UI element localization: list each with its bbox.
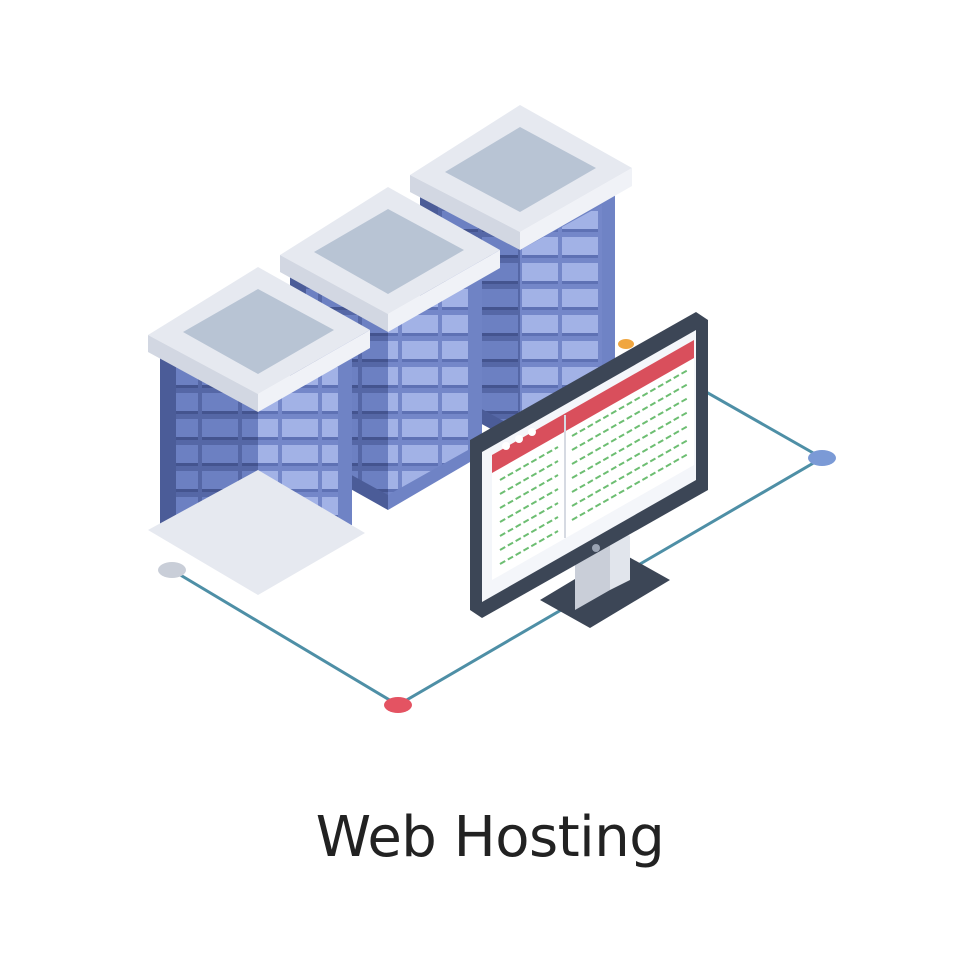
browser-title-bar — [492, 340, 694, 473]
monitor-power-dot — [592, 544, 600, 552]
network-node-back — [618, 339, 634, 349]
code-lines — [499, 369, 689, 565]
browser-dot-3 — [528, 428, 536, 436]
browser-dot-1 — [502, 442, 510, 450]
server-rack-1 — [148, 267, 370, 595]
network-node-left — [158, 562, 186, 578]
network-node-right — [808, 450, 836, 466]
caption-title: Web Hosting — [315, 805, 665, 870]
network-nodes — [158, 339, 836, 713]
browser-dot-2 — [515, 435, 523, 443]
network-node-bottom — [384, 697, 412, 713]
monitor — [470, 312, 708, 618]
